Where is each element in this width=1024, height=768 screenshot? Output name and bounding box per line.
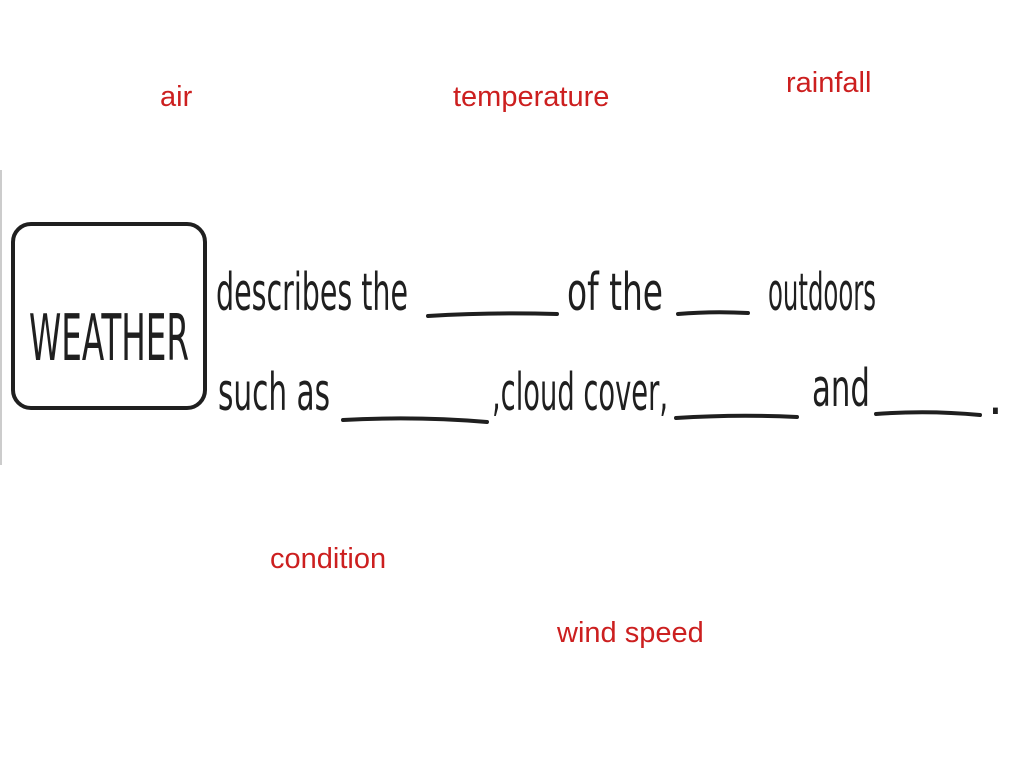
word-bank-air: air [160, 81, 193, 113]
boxed-word: WEATHER [29, 302, 189, 376]
word-bank-rainfall: rainfall [786, 67, 872, 99]
blank-2 [676, 310, 750, 316]
blank-4 [674, 413, 799, 420]
blank-1 [426, 311, 559, 318]
line2-text-and: and [812, 359, 870, 419]
line1-text-of-the: of the [567, 263, 663, 323]
line1-text-outdoors: outdoors [768, 263, 876, 323]
blank-5 [874, 410, 982, 417]
line1-text-describes: describes the [216, 263, 408, 323]
weather-box [11, 222, 207, 410]
word-bank-temperature: temperature [453, 81, 610, 113]
line2-text-such-as: such as [218, 363, 330, 423]
handwritten-sentence: WEATHER describes the of the outdoors su… [0, 170, 1003, 465]
word-bank-condition: condition [270, 543, 387, 575]
line2-period: . [988, 367, 1003, 427]
blank-3 [341, 416, 489, 424]
word-bank-wind-speed: wind speed [557, 617, 704, 649]
line2-text-cloud-cover: ,cloud cover, [492, 363, 668, 423]
